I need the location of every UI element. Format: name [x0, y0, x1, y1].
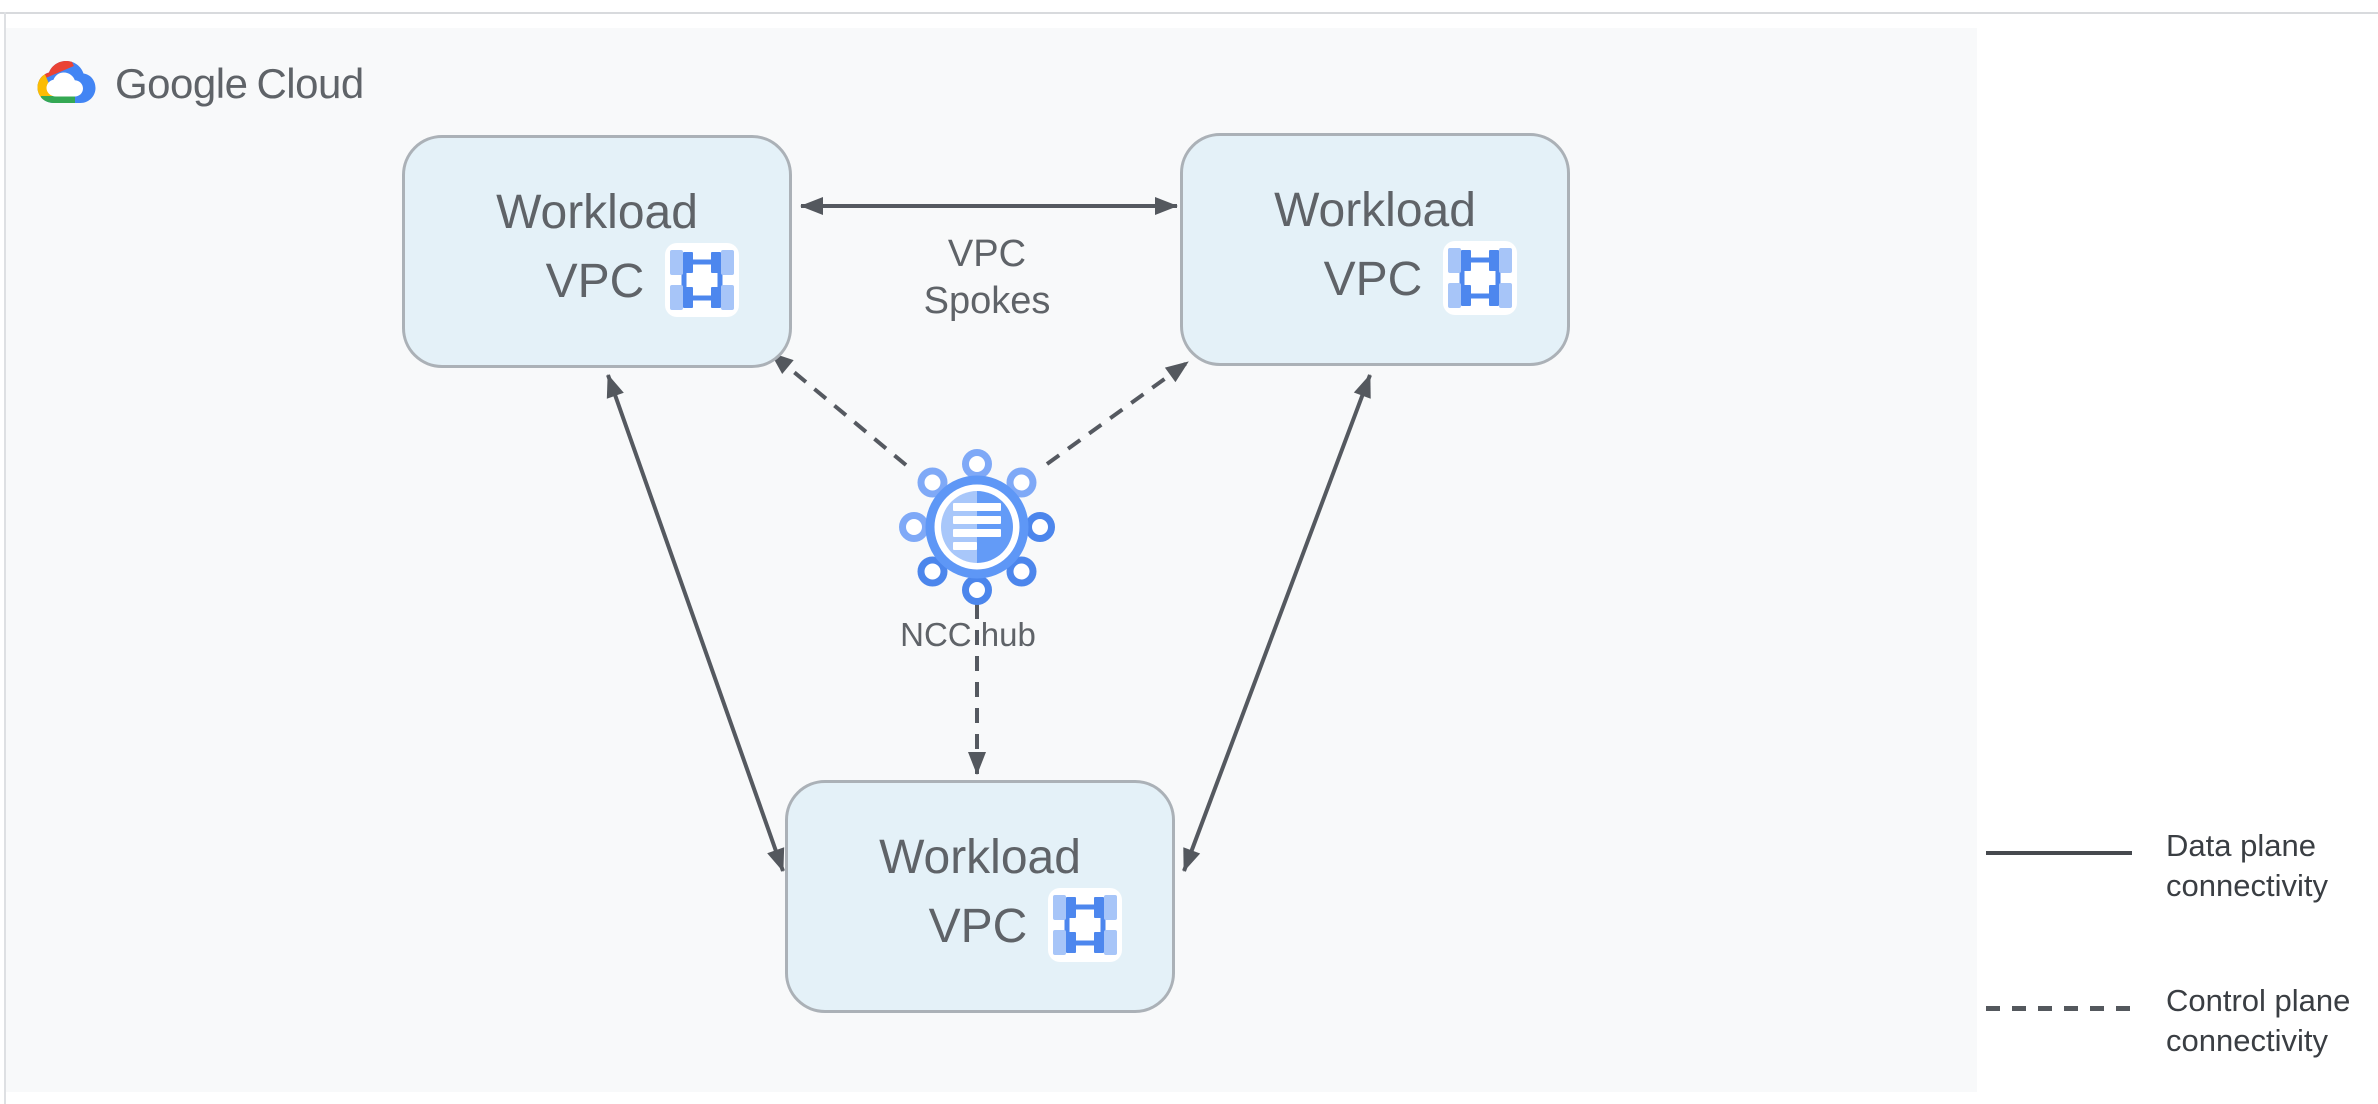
legend-label-data-plane: Data plane connectivity — [2166, 828, 2328, 903]
vpc-spokes-label: VPC Spokes — [923, 233, 1051, 322]
vpc-label-line2: VPC — [1323, 252, 1423, 306]
frame-border-left — [4, 12, 6, 1104]
vpc-label-line1: Workload — [496, 185, 698, 239]
workload-vpc-node-top-right: Workload VPC — [1180, 133, 1570, 366]
vpc-network-icon — [1048, 887, 1123, 962]
legend-item-control-plane: Control plane connectivity — [1986, 981, 2350, 1061]
workload-vpc-node-top-left: Workload VPC — [402, 135, 792, 368]
logo-text-google: Google — [115, 60, 248, 107]
vpc-label-line2: VPC — [545, 254, 645, 308]
google-cloud-icon — [37, 61, 96, 103]
vpc-network-icon — [1443, 240, 1518, 315]
vpc-label-line1: Workload — [879, 830, 1081, 884]
vpc-network-icon — [665, 242, 740, 317]
ncc-hub-label: NCC hub — [900, 616, 1036, 653]
legend-solid-line — [1986, 851, 2132, 855]
legend-label-control-plane: Control plane connectivity — [2166, 983, 2351, 1058]
legend-dashed-line — [1986, 1006, 2132, 1011]
logo-text-cloud: Cloud — [256, 60, 364, 107]
legend-item-data-plane: Data plane connectivity — [1986, 826, 2328, 906]
vpc-label-line1: Workload — [1274, 183, 1476, 237]
workload-vpc-node-bottom: Workload VPC — [785, 780, 1175, 1013]
frame-border-top — [0, 12, 2378, 14]
vpc-label-line2: VPC — [928, 899, 1028, 953]
ncc-hub-icon — [899, 449, 1055, 605]
